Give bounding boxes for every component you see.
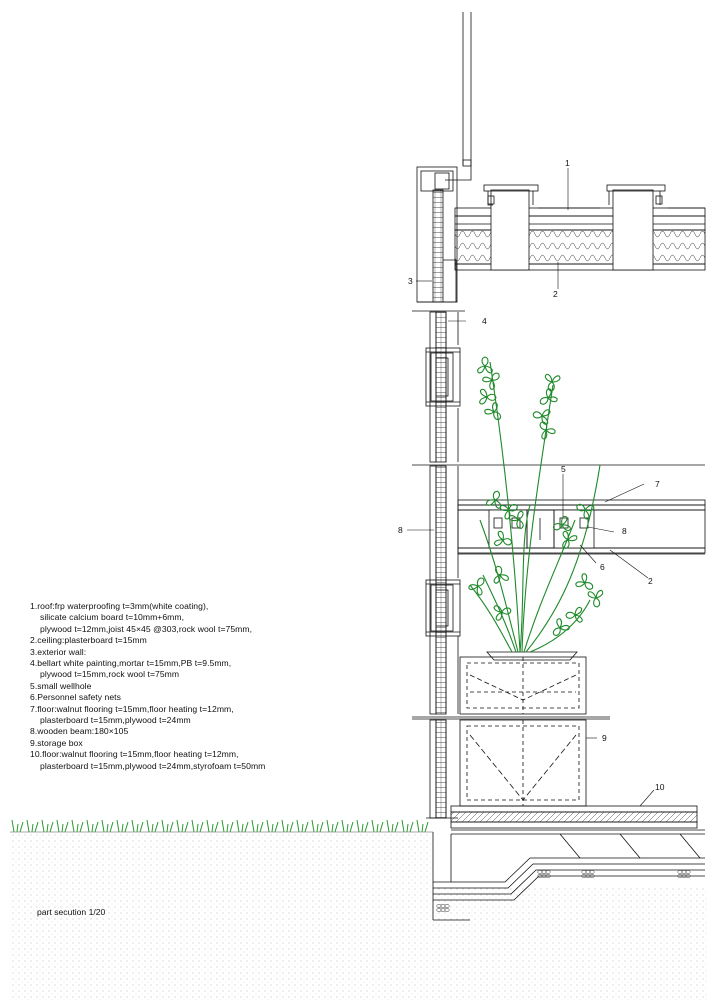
- break-lines: [412, 310, 705, 720]
- callout-5: 5: [561, 464, 566, 474]
- drawing-caption: part secution 1/20: [37, 907, 106, 917]
- plant-leaf: [493, 605, 512, 621]
- callout-8-left: 8: [398, 525, 403, 535]
- legend-line: plasterboard t=15mm,plywood t=24mm,styro…: [40, 760, 266, 771]
- legend-line: 7.floor:walnut flooring t=15mm,floor hea…: [30, 703, 234, 714]
- plant-leaf: [485, 490, 502, 509]
- plant-leaf: [468, 577, 485, 596]
- callout-10: 10: [655, 782, 665, 792]
- plant: [468, 356, 604, 653]
- callout-2-top: 2: [553, 289, 558, 299]
- grass: [11, 819, 429, 833]
- plant-leaf: [479, 388, 497, 405]
- legend-line: 9.storage box: [30, 737, 83, 748]
- ground-floor-slab: [432, 805, 705, 921]
- callout-1: 1: [565, 158, 570, 168]
- plant-leaf: [493, 565, 509, 584]
- plant-leaf: [539, 388, 558, 405]
- callout-9: 9: [602, 733, 607, 743]
- callout-3: 3: [408, 276, 413, 286]
- legend-line: 2.ceiling:plasterboard t=15mm: [30, 635, 147, 646]
- legend-line: 6.Personnel safety nets: [30, 692, 121, 703]
- plant-leaf: [482, 372, 500, 390]
- plant-leaf: [552, 515, 572, 532]
- plant-leaf: [499, 503, 518, 520]
- ground: [10, 831, 707, 1000]
- legend-line: silicate calcium board t=10mm+6mm,: [40, 612, 185, 623]
- plant-leaf: [508, 510, 524, 529]
- callout-8-right: 8: [622, 526, 627, 536]
- plant-leaf: [493, 530, 513, 546]
- callout-6: 6: [600, 562, 605, 572]
- legend-line: 8.wooden beam:180×105: [30, 726, 129, 737]
- legend-line: 5.small wellhole: [30, 680, 92, 691]
- legend-line: 3.exterior wall:: [30, 646, 87, 657]
- legend-line: plywood t=15mm,rock wool t=75mm: [40, 669, 180, 680]
- parapet-flashing: [445, 12, 472, 181]
- callout-2-mid: 2: [648, 576, 653, 586]
- exterior-wall: [417, 189, 461, 819]
- legend-line: 1.roof:frp waterproofing t=3mm(white coa…: [30, 601, 209, 611]
- plant-leaf: [565, 606, 583, 623]
- roof-section: [416, 166, 706, 303]
- plant-leaf: [575, 573, 594, 590]
- plant-leaf: [552, 618, 570, 636]
- gravel: [436, 870, 691, 912]
- legend-line: 10.floor:walnut flooring t=15mm,floor he…: [30, 749, 239, 760]
- legend-line: plywood t=12mm,joist 45×45 @303,rock woo…: [40, 623, 253, 634]
- plant-leaf: [477, 356, 493, 374]
- plant-leaf: [532, 409, 551, 425]
- plant-leaf: [587, 589, 604, 608]
- plant-leaf: [576, 503, 595, 520]
- plant-leaf: [562, 530, 578, 549]
- callouts: 1 2 3 4 5 6 7 8 8 2 9 10: [398, 158, 665, 792]
- plant-leaf: [484, 402, 502, 420]
- callout-4: 4: [482, 316, 487, 326]
- leader-lines: [407, 168, 655, 807]
- legend-line: plasterboard t=15mm,plywood t=24mm: [40, 715, 191, 726]
- storage-box: [459, 651, 587, 807]
- legend: 1.roof:frp waterproofing t=3mm(white coa…: [30, 601, 265, 772]
- legend-line: 4.bellart white painting,mortar t=15mm,P…: [30, 658, 232, 669]
- callout-7: 7: [655, 479, 660, 489]
- plant-leaf: [539, 421, 556, 440]
- middle-floor: [457, 499, 706, 555]
